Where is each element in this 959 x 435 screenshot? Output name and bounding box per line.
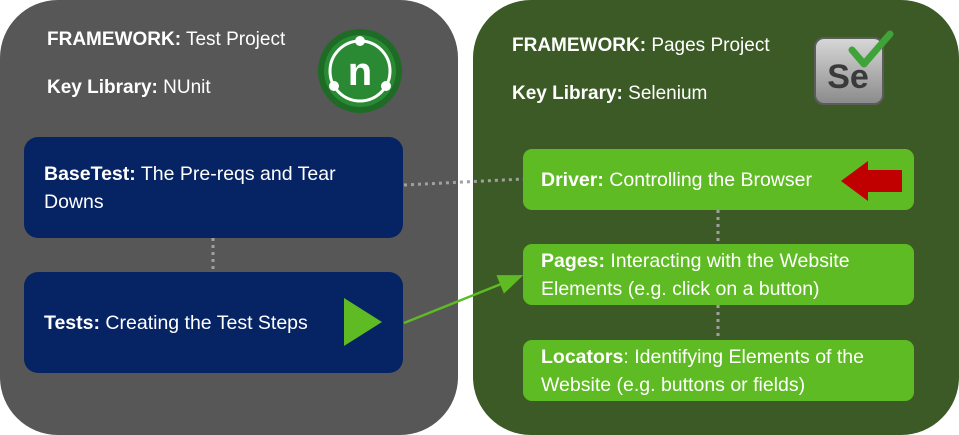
tests-to-pages-arrow (403, 274, 524, 325)
basetest-to-driver-connector (403, 177, 524, 187)
locators-text: : Identifying Elements of the Website (e… (541, 346, 864, 396)
left-framework-line: FRAMEWORK: Test Project (47, 29, 285, 51)
left-framework-value: Test Project (185, 29, 286, 50)
driver-box: Driver: Controlling the Browser (523, 149, 914, 210)
right-library-line: Key Library: Selenium (512, 83, 707, 105)
play-triangle-icon (344, 298, 382, 346)
right-framework-line: FRAMEWORK: Pages Project (512, 35, 770, 57)
driver-text: Controlling the Browser (609, 169, 812, 191)
left-library-label: Key Library: (47, 77, 158, 98)
tests-title: Tests: (44, 312, 100, 334)
red-left-arrow-icon (841, 161, 902, 201)
locators-title: Locators (541, 346, 624, 368)
basetest-text: The Pre-reqs and Tear Downs (44, 163, 336, 213)
driver-title: Driver: (541, 169, 604, 191)
nunit-logo-icon: n (318, 29, 402, 113)
tests-text: Creating the Test Steps (105, 312, 308, 334)
left-framework-label: FRAMEWORK: (47, 29, 182, 50)
left-library-value: NUnit (163, 77, 211, 98)
right-framework-value: Pages Project (651, 35, 770, 56)
pages-text: Interacting with the Website Elements (e… (541, 250, 850, 300)
nunit-logo-letter: n (348, 50, 372, 94)
right-library-value: Selenium (628, 83, 708, 104)
right-framework-label: FRAMEWORK: (512, 35, 647, 56)
basetest-box: BaseTest: The Pre-reqs and Tear Downs (24, 137, 403, 238)
tests-box: Tests: Creating the Test Steps (24, 272, 403, 373)
pages-box: Pages: Interacting with the Website Elem… (523, 244, 914, 305)
pages-title: Pages: (541, 250, 605, 272)
left-library-line: Key Library: NUnit (47, 77, 211, 99)
selenium-logo-icon: Se (814, 30, 894, 105)
locators-box: Locators: Identifying Elements of the We… (523, 340, 914, 401)
basetest-title: BaseTest: (44, 163, 136, 185)
right-library-label: Key Library: (512, 83, 623, 104)
